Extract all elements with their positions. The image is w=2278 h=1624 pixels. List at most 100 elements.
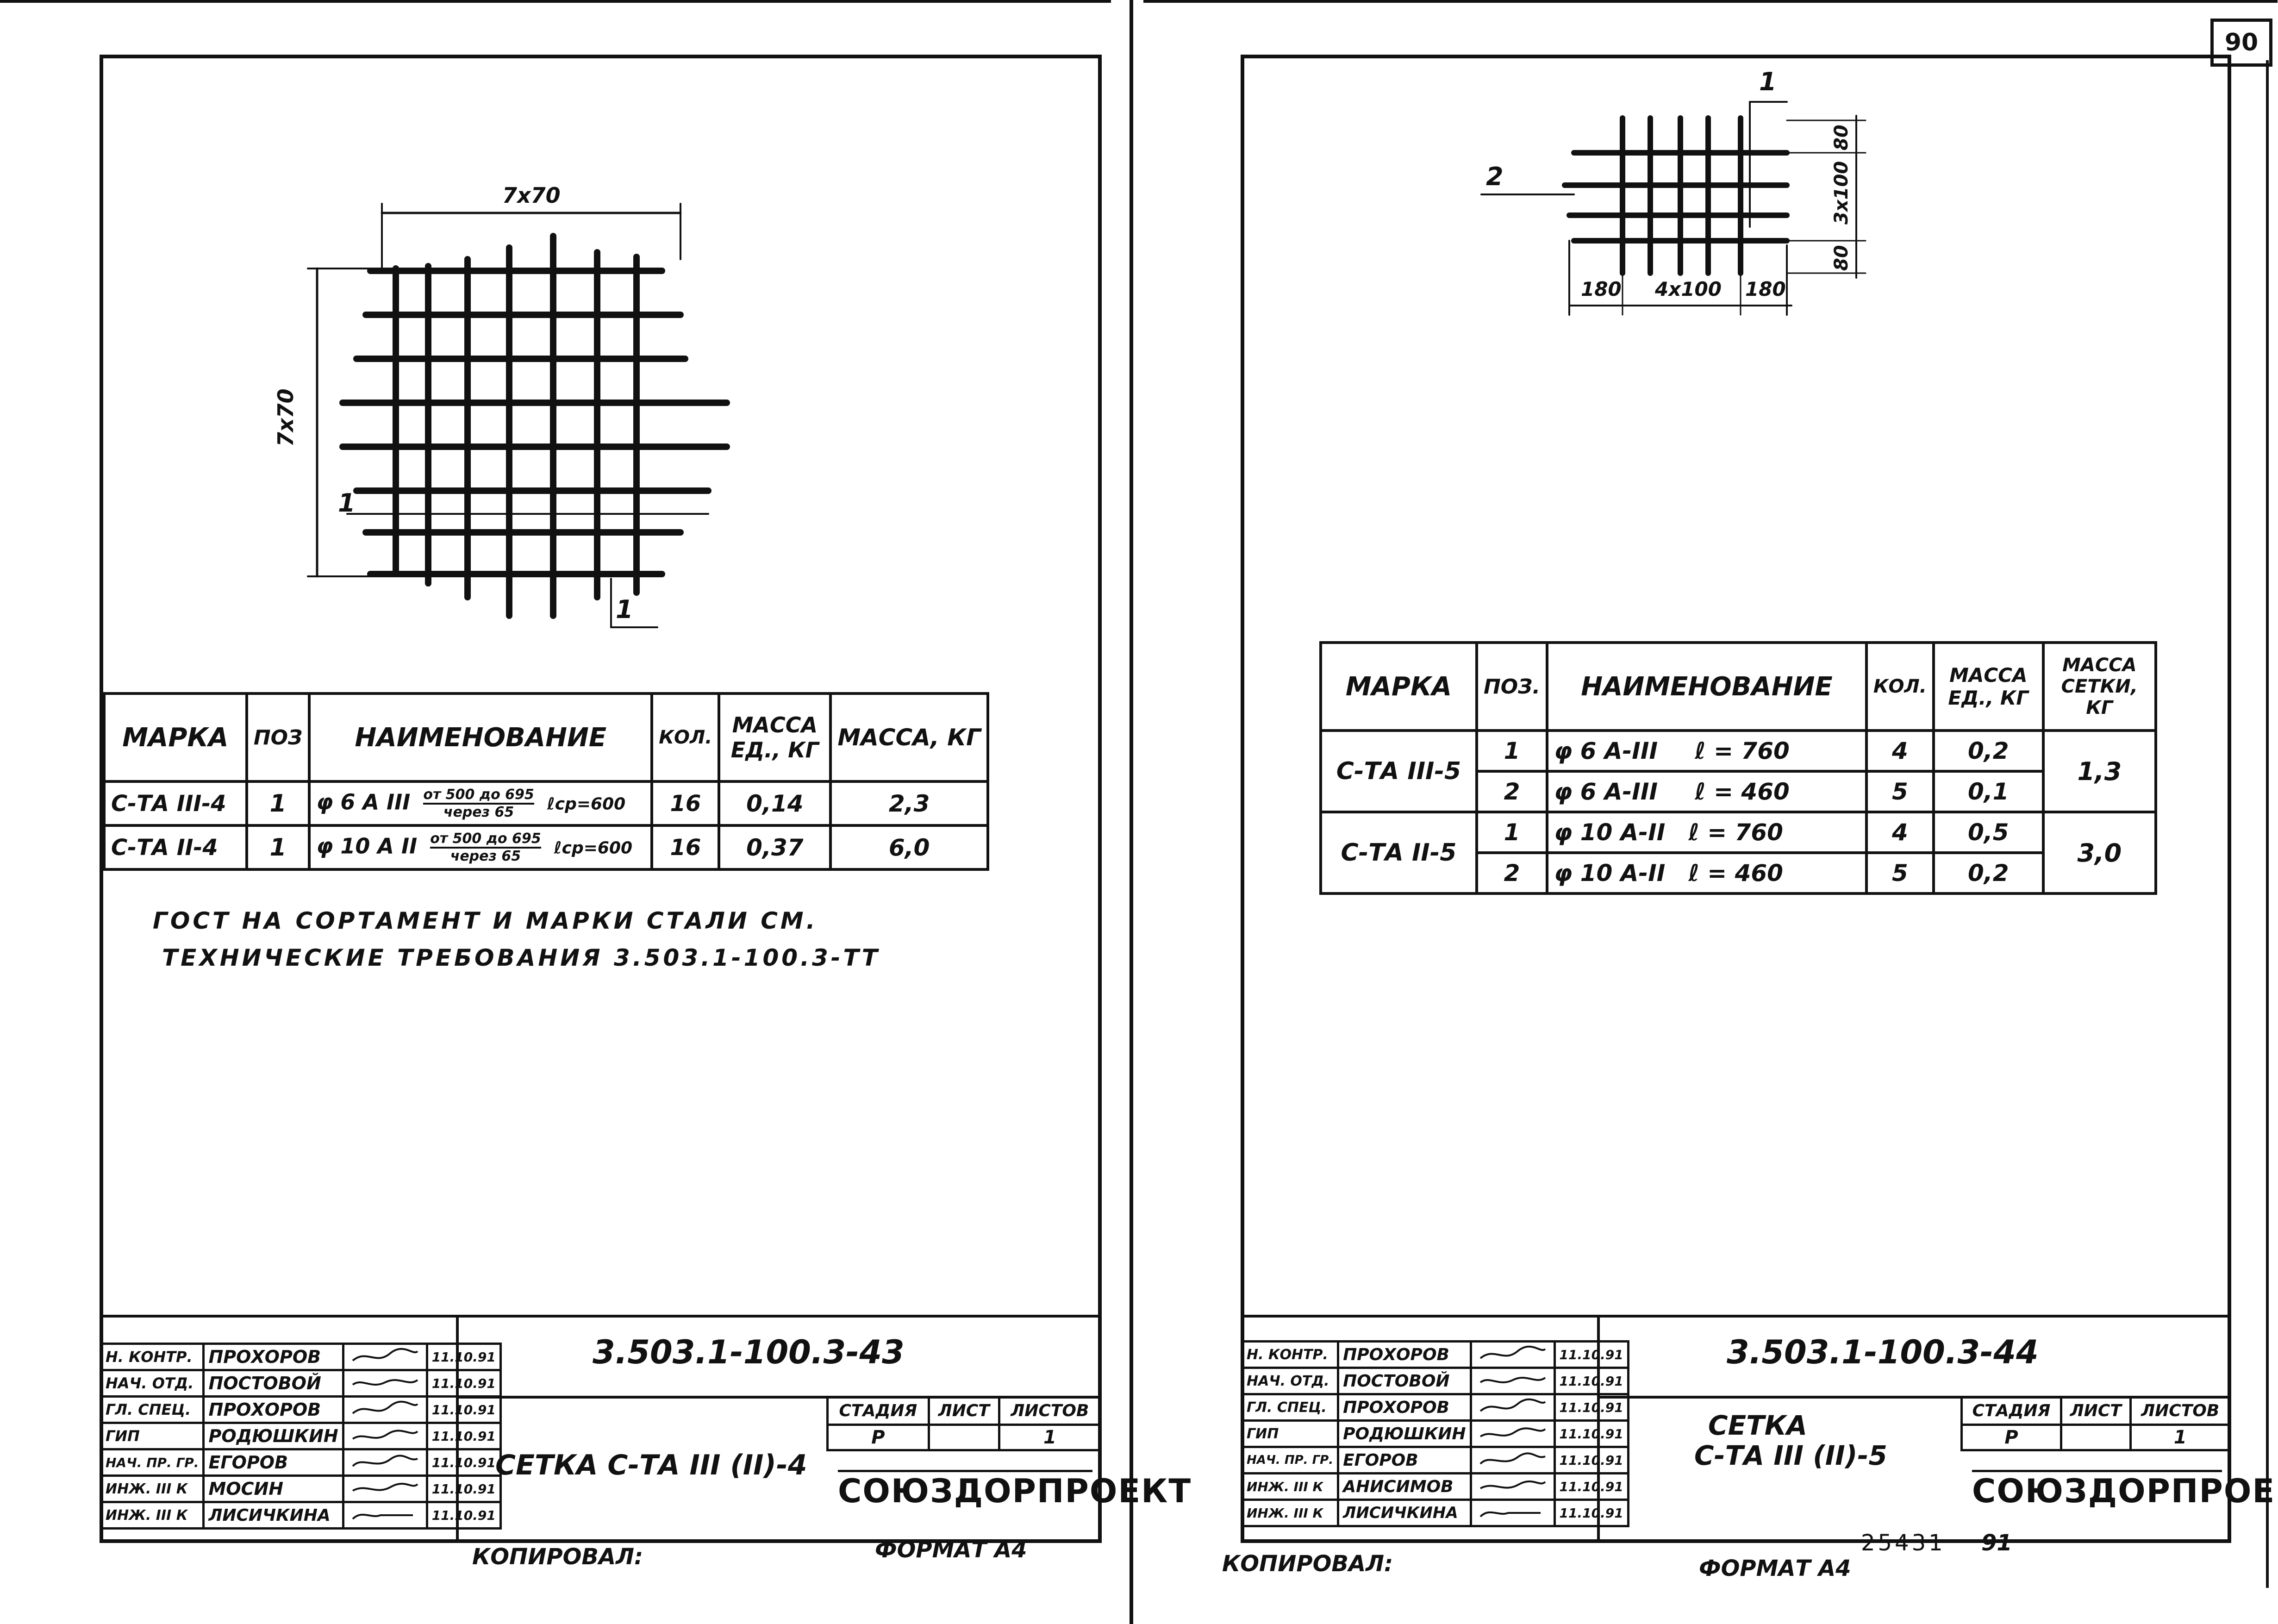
left-spec-row: С-ТА II-4 1 φ 10 А II от 500 до 695 чере… — [103, 824, 989, 871]
right-tb-date: 11.10.91 — [1553, 1472, 1629, 1501]
right-spec-header-qty: КОЛ. — [1865, 641, 1935, 732]
right-tb-name: ПРОХОРОВ — [1337, 1393, 1472, 1422]
left-spec-name-range-lower: через 65 — [443, 804, 514, 820]
right-tb-person-row: ГЛ. СПЕЦ. ПРОХОРОВ 11.10.91 — [1240, 1393, 1629, 1422]
right-copied-label: КОПИРОВАЛ: — [1222, 1551, 1393, 1577]
right-tb-name: РОДЮШКИН — [1337, 1419, 1472, 1448]
left-spec-mass: 2,3 — [829, 780, 989, 827]
right-tb-signature — [1469, 1472, 1556, 1501]
left-tb-signature — [342, 1395, 428, 1424]
right-tb-date: 11.10.91 — [1553, 1367, 1629, 1395]
right-tb-signature — [1469, 1393, 1556, 1422]
right-drawing-title-line1: СЕТКА — [1708, 1410, 1808, 1441]
right-doc-number: 3.503.1-100.3-44 — [1727, 1333, 2039, 1371]
right-spec-mass: 3,0 — [2041, 811, 2158, 895]
left-spec-unit-mass: 0,14 — [718, 780, 832, 827]
right-spec-table: МАРКА ПОЗ. НАИМЕНОВАНИЕ КОЛ. МАССА ЕД., … — [1319, 641, 2158, 895]
left-spec-name: φ 10 А II от 500 до 695 через 65 ℓср=600 — [308, 824, 654, 871]
right-format-label: ФОРМАТ А4 — [1699, 1555, 1851, 1581]
right-tb-name: ПОСТОВОЙ — [1337, 1367, 1472, 1395]
left-pos-label-1b: 1 — [616, 595, 633, 624]
right-tb-divider — [1597, 1315, 1600, 1542]
left-tb-name: РОДЮШКИН — [202, 1422, 344, 1450]
left-spec-unit-mass: 0,37 — [718, 824, 832, 871]
left-sheet-frame — [100, 55, 1102, 1543]
right-dim-side-top: 80 — [1831, 125, 1852, 150]
right-tb-person-row: НАЧ. ОТД. ПОСТОВОЙ 11.10.91 — [1240, 1367, 1629, 1395]
right-tb-name: АНИСИМОВ — [1337, 1472, 1472, 1501]
left-tb-date: 11.10.91 — [425, 1343, 502, 1371]
left-spec-name-range: от 500 до 695 через 65 — [423, 787, 534, 820]
right-spec-pos: 2 — [1475, 851, 1549, 895]
left-tb-signature — [342, 1448, 428, 1477]
left-tb-signature — [342, 1501, 428, 1530]
right-spec-name-length: ℓ = 760 — [1688, 819, 1783, 846]
left-spec-qty: 16 — [650, 780, 721, 827]
right-dim-bottom-mid: 4x100 — [1655, 278, 1722, 300]
left-spec-header-name: НАИМЕНОВАНИЕ — [308, 692, 654, 783]
left-tb-signature — [342, 1474, 428, 1503]
left-spec-mark: С-ТА II-4 — [103, 824, 248, 871]
right-pos-label-2: 2 — [1486, 162, 1504, 191]
right-tb-name: ЛИСИЧКИНА — [1337, 1499, 1472, 1527]
right-tb-date: 11.10.91 — [1553, 1419, 1629, 1448]
left-tb-role: ГИП — [99, 1422, 205, 1450]
right-spec-name-bar: φ 10 А-II — [1554, 860, 1666, 887]
left-tb-signature — [342, 1369, 428, 1398]
left-title-block-top-line — [100, 1315, 1102, 1318]
left-tb-name: МОСИН — [202, 1474, 344, 1503]
right-tb-date: 11.10.91 — [1553, 1446, 1629, 1474]
right-spec-mark: С-ТА II-5 — [1319, 811, 1478, 895]
left-tb-role: НАЧ. ПР. ГР. — [99, 1448, 205, 1477]
page-number: 90 — [2210, 19, 2272, 67]
right-spec-name-bar: φ 10 А-II — [1554, 819, 1666, 846]
right-sheet-frame — [1241, 55, 2231, 1543]
left-tb-divider — [456, 1315, 459, 1542]
right-tb-signature — [1469, 1367, 1556, 1395]
left-tb-mid-line — [456, 1396, 1102, 1399]
right-dim-bottom-left: 180 — [1581, 278, 1622, 300]
left-spec-header-pos: ПОЗ — [245, 692, 311, 783]
left-copied-label: КОПИРОВАЛ: — [472, 1544, 643, 1570]
left-spec-header-qty: КОЛ. — [650, 692, 721, 783]
right-dim-bottom-right: 180 — [1745, 278, 1786, 300]
right-tb-signature — [1469, 1499, 1556, 1527]
left-tb-name: ПРОХОРОВ — [202, 1395, 344, 1424]
left-spec-mark: С-ТА III-4 — [103, 780, 248, 827]
right-sheet-label: ЛИСТ — [2060, 1396, 2132, 1426]
right-drawing-title-line2: С-ТА III (II)-5 — [1694, 1440, 1887, 1471]
left-tb-person-row: ГЛ. СПЕЦ. ПРОХОРОВ 11.10.91 — [99, 1395, 502, 1424]
left-stage-table: СТАДИЯ ЛИСТ ЛИСТОВ Р 1 — [826, 1396, 1102, 1451]
right-tb-role: НАЧ. ОТД. — [1240, 1367, 1340, 1395]
left-sheet-label: ЛИСТ — [927, 1396, 1000, 1426]
left-spec-name-bar: φ 10 А II — [316, 833, 418, 858]
left-tb-date: 11.10.91 — [425, 1501, 502, 1530]
right-tb-signature — [1469, 1446, 1556, 1474]
right-org-stamp: СОЮЗДОРПРОЕКТ — [1972, 1470, 2278, 1510]
right-spec-unit-mass: 0,5 — [1932, 811, 2045, 854]
left-spec-name-range-upper: от 500 до 695 — [430, 831, 541, 849]
left-spec-name: φ 6 А III от 500 до 695 через 65 ℓср=600 — [308, 780, 654, 827]
right-spec-unit-mass: 0,1 — [1932, 770, 2045, 813]
left-tb-signature — [342, 1422, 428, 1450]
left-tb-person-row: ИНЖ. III К ЛИСИЧКИНА 11.10.91 — [99, 1501, 502, 1530]
right-spec-qty: 5 — [1865, 770, 1935, 813]
left-spec-name-length: ℓср=600 — [554, 838, 633, 857]
left-sheets-label: ЛИСТОВ — [998, 1396, 1102, 1426]
top-border-right — [1143, 0, 2278, 3]
right-title-block-top-line — [1241, 1315, 2231, 1318]
top-border-left — [0, 0, 1111, 3]
right-spec-pos: 1 — [1475, 729, 1549, 773]
right-tb-mid-line — [1597, 1396, 2231, 1399]
left-spec-name-range-upper: от 500 до 695 — [423, 787, 534, 805]
right-tb-role: ИНЖ. III К — [1240, 1499, 1340, 1527]
right-tb-role: ГЛ. СПЕЦ. — [1240, 1393, 1340, 1422]
left-sheets-value: 1 — [998, 1424, 1102, 1451]
right-tb-date: 11.10.91 — [1553, 1340, 1629, 1369]
